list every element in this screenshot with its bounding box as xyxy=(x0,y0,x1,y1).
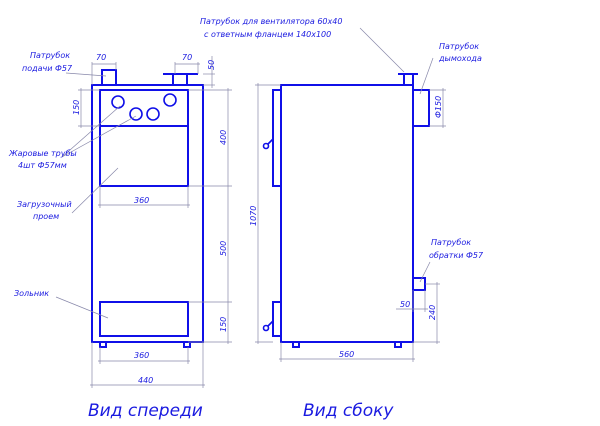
return-pipe xyxy=(412,277,426,291)
ash-door-side xyxy=(272,301,282,337)
fire-tube xyxy=(129,107,143,121)
supply-pipe xyxy=(101,69,117,86)
dim-360-ash: 360 xyxy=(134,351,149,360)
fan-pipe-flange-label: с ответным фланцем 140х100 xyxy=(204,30,331,39)
loading-door-side xyxy=(272,89,282,187)
chimney-label-2: дымохода xyxy=(438,54,482,63)
annotations: Патрубок для вентилятора 60х40 с ответны… xyxy=(8,17,484,421)
side-body xyxy=(280,84,414,343)
front-body xyxy=(91,84,204,343)
fire-tube xyxy=(146,107,160,121)
return-pipe-size: обратки Ф57 xyxy=(429,251,484,260)
dim-50-top: 50 xyxy=(207,60,216,70)
supply-pipe-size: подачи Ф57 xyxy=(22,64,73,73)
dim-70-left: 70 xyxy=(96,53,106,62)
loading-door xyxy=(99,89,189,187)
dim-560: 560 xyxy=(339,350,354,359)
fire-tube xyxy=(163,93,177,107)
fire-tubes-size: 4шт Ф57мм xyxy=(18,161,67,170)
chimney-pipe xyxy=(412,89,430,127)
side-dimension-lines xyxy=(255,27,446,362)
loading-opening-label-2: проем xyxy=(33,212,59,221)
chimney-label: Патрубок xyxy=(439,42,479,51)
side-view-title: Вид сбоку xyxy=(303,401,394,421)
dim-chimney-150: Ф150 xyxy=(434,96,443,118)
dim-400: 400 xyxy=(219,130,228,145)
dim-360-door: 360 xyxy=(134,196,149,205)
fire-tube xyxy=(111,95,125,109)
dim-500: 500 xyxy=(219,241,228,256)
dim-70-right: 70 xyxy=(182,53,192,62)
ash-door xyxy=(99,301,189,337)
fire-tubes-label: Жаровые трубы xyxy=(8,149,77,158)
side-view xyxy=(262,73,430,348)
dim-1070: 1070 xyxy=(249,206,258,226)
dim-240: 240 xyxy=(428,305,437,320)
loading-opening-label: Загрузочный xyxy=(17,200,72,209)
front-view xyxy=(91,69,204,348)
dim-150-left: 150 xyxy=(72,100,81,115)
front-dimension-lines xyxy=(55,56,232,388)
supply-pipe-label: Патрубок xyxy=(30,51,70,60)
front-view-title: Вид спереди xyxy=(88,401,203,421)
ash-door-label: Зольник xyxy=(14,289,49,298)
dim-150-bottom: 150 xyxy=(219,317,228,332)
fan-pipe-label: Патрубок для вентилятора 60х40 xyxy=(200,17,342,26)
fan-pipe xyxy=(172,73,188,86)
dim-50-return: 50 xyxy=(400,300,410,309)
dim-440: 440 xyxy=(138,376,153,385)
return-pipe-label: Патрубок xyxy=(431,238,471,247)
